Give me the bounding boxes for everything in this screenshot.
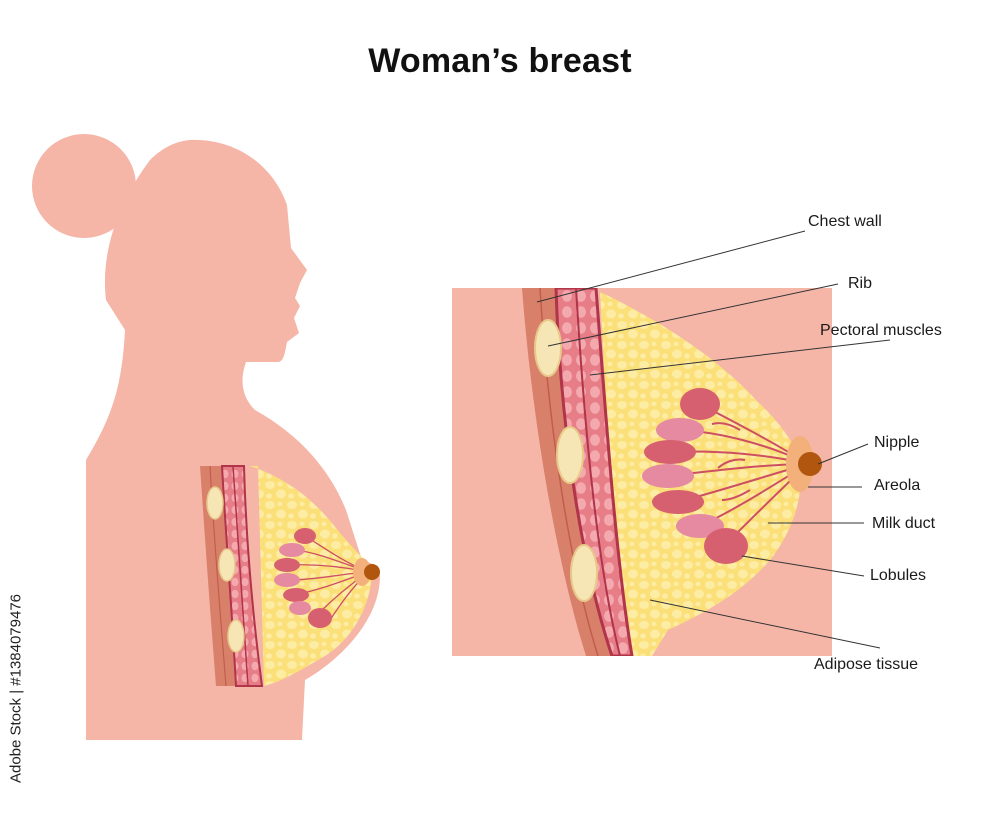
leader-nipple [817,443,869,465]
diagram-title: Woman’s breast [368,42,632,80]
large-rib-2 [556,426,584,484]
large-pectoral-muscle [554,288,634,656]
large-rib-1 [534,319,562,377]
small-rib-1 [206,486,224,520]
small-chest-wall [200,466,236,686]
leader-rib [547,283,839,347]
large-cross-section [452,288,832,656]
small-muscle-line [232,465,249,687]
small-rib-2 [218,548,236,582]
label-adipose-tissue: Adipose tissue [814,656,918,673]
large-adipose-tissue [600,292,801,656]
small-adipose-tissue [250,466,372,686]
label-pectoral-muscles: Pectoral muscles [820,322,942,339]
leader-adipose-tissue [649,599,881,649]
large-lobules [642,388,748,564]
label-rib: Rib [848,275,872,292]
large-nipple [798,452,822,476]
hair-bun [32,134,136,238]
label-lobules: Lobules [870,567,926,584]
leader-chest-wall [536,230,806,303]
label-milk-duct: Milk duct [872,515,936,532]
small-rib-3 [227,619,245,653]
watermark-text: Adobe Stock | #1384079476 [7,593,25,784]
small-cross-section [200,465,380,687]
watermark: Adobe Stock | #1384079476 [6,580,25,810]
small-areola [353,558,371,586]
small-pectoral-muscle [220,465,264,687]
leader-lobules [741,555,865,577]
large-muscle-line [575,288,621,656]
large-glandular-structures [642,388,822,564]
leader-pectoral-muscles [589,339,891,376]
large-rib-3 [570,544,598,602]
small-nipple [364,564,380,580]
leader-lines [536,230,891,649]
small-lobules [274,528,332,628]
label-chest-wall: Chest wall [808,213,882,230]
label-areola: Areola [874,477,920,494]
label-nipple: Nipple [874,434,919,451]
